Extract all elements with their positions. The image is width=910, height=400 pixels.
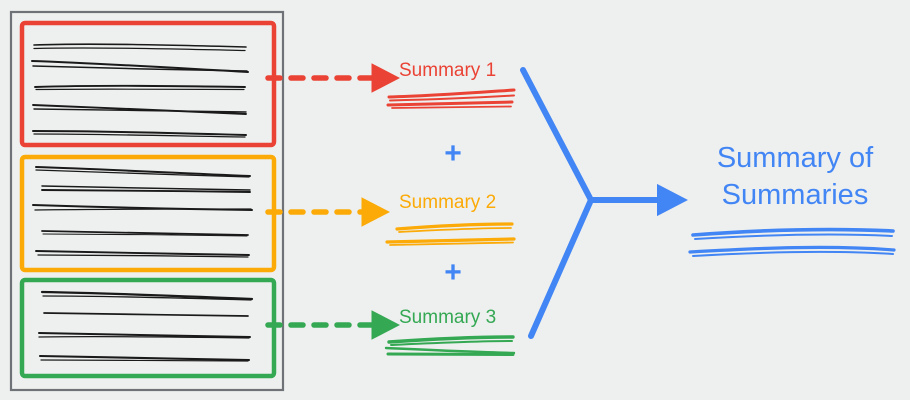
merge-branch-bottom [528, 197, 594, 339]
summary-2-scribble [385, 222, 516, 246]
summary-2-group[interactable]: Summary 2 [385, 192, 516, 246]
document-outline [9, 10, 285, 392]
summary-3-scribble [384, 335, 516, 356]
section-text-lines-orange [32, 166, 253, 258]
section-text-lines-red [31, 43, 249, 138]
merge-arrow-blue [520, 67, 688, 339]
final-label-line2: Summaries [722, 179, 869, 211]
document-section-red[interactable] [19, 20, 277, 148]
section-text-lines-green [38, 290, 254, 362]
summary-1-label: Summary 1 [399, 60, 496, 81]
section-border-green [19, 277, 277, 379]
plus-operator-1: + [444, 137, 462, 170]
summary-3-label: Summary 3 [399, 307, 496, 328]
document-section-green[interactable] [19, 277, 277, 379]
plus-operator-2: + [444, 256, 462, 289]
section-border-red [19, 20, 277, 148]
summary-1-scribble [386, 88, 516, 109]
final-scribble [688, 227, 896, 257]
source-document[interactable] [9, 10, 285, 392]
merge-branch-top [520, 67, 594, 203]
summary-2-label: Summary 2 [399, 192, 496, 213]
final-label-line1: Summary of [717, 142, 874, 174]
summary-1-group[interactable]: Summary 1 [386, 60, 516, 109]
document-section-orange[interactable] [19, 154, 277, 273]
summary-3-group[interactable]: Summary 3 [384, 307, 516, 356]
summary-of-summaries-group[interactable]: Summary of Summaries [688, 142, 896, 257]
